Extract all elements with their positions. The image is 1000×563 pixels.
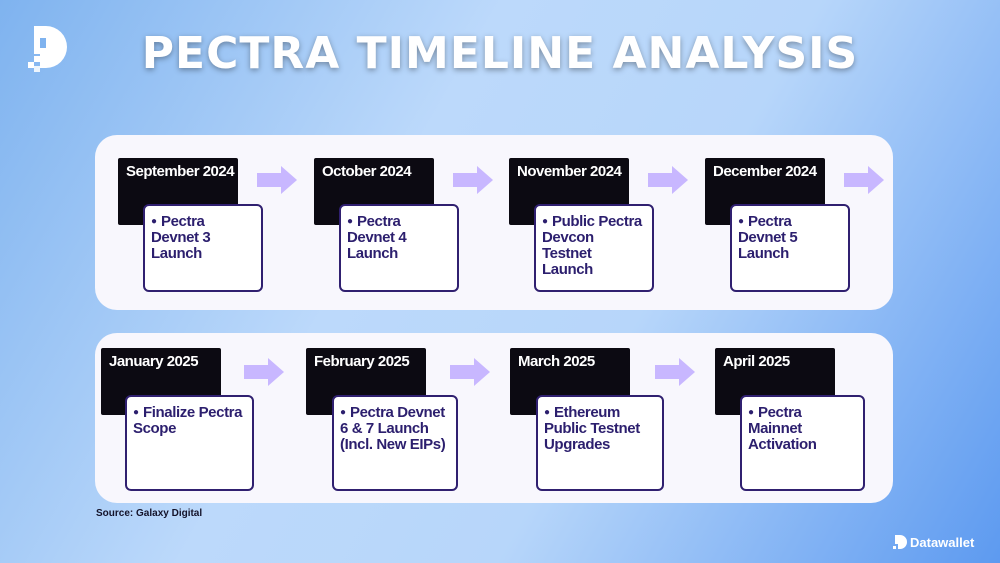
bullet-icon: ● bbox=[738, 216, 744, 227]
milestone-text: Pectra Devnet 3 Launch bbox=[151, 213, 211, 262]
arrow-right-icon bbox=[648, 166, 688, 194]
milestone-box: ●Pectra Devnet 5 Launch bbox=[730, 204, 850, 292]
milestone-text: Pectra Devnet 4 Launch bbox=[347, 213, 407, 262]
arrow-right-icon bbox=[450, 358, 490, 386]
bullet-icon: ● bbox=[347, 216, 353, 227]
date-label: January 2025 bbox=[109, 353, 199, 370]
brand-name: Datawallet bbox=[910, 535, 975, 550]
milestone-box: ●Public Pectra Devcon Testnet Launch bbox=[534, 204, 654, 292]
arrow-right-icon bbox=[844, 166, 884, 194]
timeline-panel-2025: January 2025 ●Finalize Pectra Scope Febr… bbox=[95, 333, 893, 503]
milestone-text: Pectra Mainnet Activation bbox=[748, 404, 817, 453]
datawallet-mark-icon bbox=[893, 535, 907, 549]
date-label: September 2024 bbox=[126, 163, 235, 180]
milestone-text: Pectra Devnet 6 & 7 Launch (Incl. New EI… bbox=[340, 404, 446, 453]
date-label: December 2024 bbox=[713, 163, 817, 180]
milestone-box: ●Pectra Devnet 4 Launch bbox=[339, 204, 459, 292]
page-title: PECTRA TIMELINE ANALYSIS bbox=[141, 28, 859, 79]
arrow-right-icon bbox=[244, 358, 284, 386]
date-label: February 2025 bbox=[314, 353, 410, 370]
milestone-text: Public Pectra Devcon Testnet Launch bbox=[542, 213, 642, 278]
source-caption: Source: Galaxy Digital bbox=[96, 508, 203, 519]
milestone-box: ●Finalize Pectra Scope bbox=[125, 395, 254, 491]
milestone-text: Finalize Pectra Scope bbox=[133, 404, 243, 437]
arrow-right-icon bbox=[257, 166, 297, 194]
brand-watermark: Datawallet bbox=[893, 535, 974, 550]
bullet-icon: ● bbox=[340, 407, 346, 418]
milestone-text: Pectra Devnet 5 Launch bbox=[738, 213, 798, 262]
bullet-icon: ● bbox=[151, 216, 157, 227]
bullet-icon: ● bbox=[544, 407, 550, 418]
bullet-icon: ● bbox=[748, 407, 754, 418]
date-label: October 2024 bbox=[322, 163, 412, 180]
milestone-box: ●Pectra Devnet 3 Launch bbox=[143, 204, 263, 292]
milestone-box: ●Pectra Devnet 6 & 7 Launch (Incl. New E… bbox=[332, 395, 458, 491]
arrow-right-icon bbox=[655, 358, 695, 386]
date-label: November 2024 bbox=[517, 163, 622, 180]
bullet-icon: ● bbox=[133, 407, 139, 418]
milestone-text: Ethereum Public Testnet Upgrades bbox=[544, 404, 640, 453]
milestone-box: ●Pectra Mainnet Activation bbox=[740, 395, 865, 491]
bullet-icon: ● bbox=[542, 216, 548, 227]
arrow-right-icon bbox=[453, 166, 493, 194]
datawallet-logo-icon bbox=[28, 26, 67, 72]
milestone-box: ●Ethereum Public Testnet Upgrades bbox=[536, 395, 664, 491]
date-label: March 2025 bbox=[518, 353, 595, 370]
date-label: April 2025 bbox=[723, 353, 790, 370]
timeline-panel-2024: September 2024 ●Pectra Devnet 3 Launch O… bbox=[95, 135, 893, 310]
